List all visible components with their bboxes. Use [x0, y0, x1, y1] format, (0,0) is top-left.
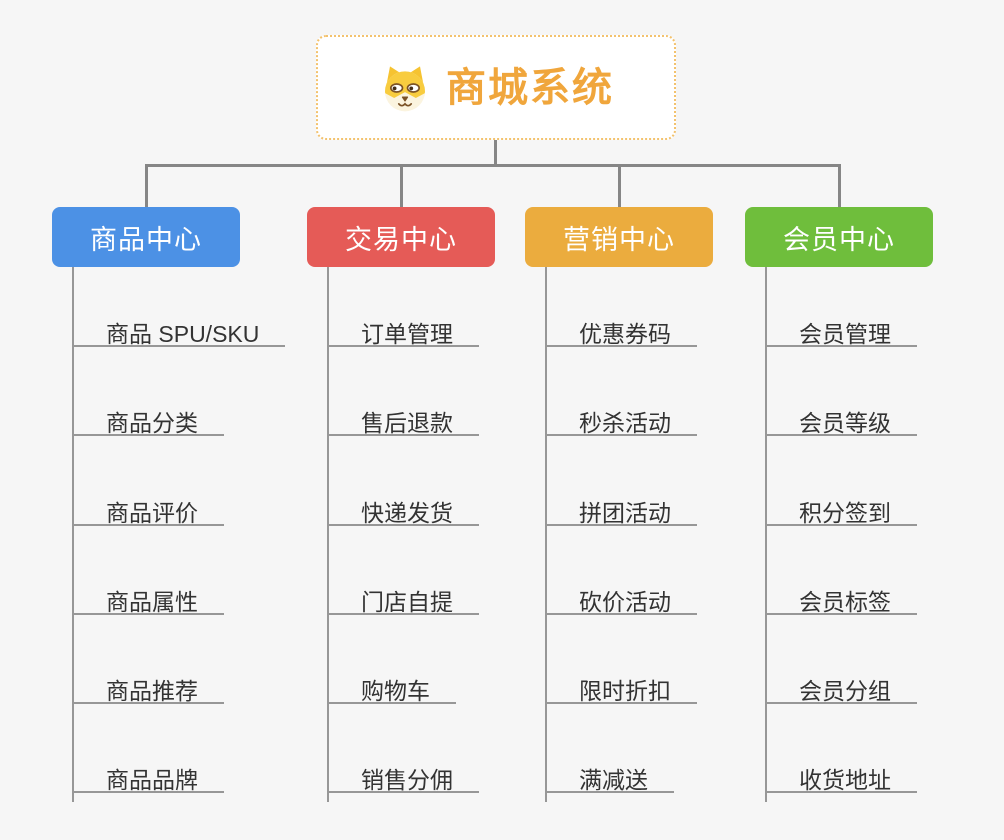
- connector-bus: [145, 164, 841, 167]
- branch-box-product-center[interactable]: 商品中心: [52, 207, 240, 267]
- leaf-node[interactable]: 商品品牌: [72, 767, 224, 793]
- branch-trade-center: 交易中心 订单管理 售后退款 快递发货 门店自提 购物车 销售分佣: [307, 207, 567, 840]
- leaf-node[interactable]: 商品 SPU/SKU: [72, 321, 286, 347]
- leaf-node[interactable]: 销售分佣: [327, 767, 479, 793]
- branch-box-member-center[interactable]: 会员中心: [745, 207, 933, 267]
- leaf-node[interactable]: 商品评价: [72, 500, 224, 526]
- leaf-node[interactable]: 会员分组: [765, 678, 917, 704]
- branch-marketing-center: 营销中心 优惠券码 秒杀活动 拼团活动 砍价活动 限时折扣 满减送: [525, 207, 785, 840]
- connector-drop-product: [145, 164, 148, 207]
- branch-box-marketing-center[interactable]: 营销中心: [525, 207, 713, 267]
- connector-drop-marketing: [618, 164, 621, 207]
- leaf-node[interactable]: 会员管理: [765, 321, 917, 347]
- leaf-node[interactable]: 限时折扣: [545, 678, 697, 704]
- leaf-node[interactable]: 门店自提: [327, 589, 479, 615]
- leaf-node[interactable]: 购物车: [327, 678, 456, 704]
- leaf-node[interactable]: 积分签到: [765, 500, 917, 526]
- leaf-node[interactable]: 会员标签: [765, 589, 917, 615]
- leaf-node[interactable]: 快递发货: [327, 500, 479, 526]
- root-node-mall-system[interactable]: 商城系统: [316, 35, 676, 140]
- connector-root-stem: [494, 140, 497, 167]
- connector-drop-member: [838, 164, 841, 207]
- branch-box-trade-center[interactable]: 交易中心: [307, 207, 495, 267]
- leaf-node[interactable]: 优惠券码: [545, 321, 697, 347]
- branch-product-center: 商品中心 商品 SPU/SKU 商品分类 商品评价 商品属性 商品推荐 商品品牌: [52, 207, 312, 840]
- branch-member-center: 会员中心 会员管理 会员等级 积分签到 会员标签 会员分组 收货地址: [745, 207, 1004, 840]
- root-title: 商城系统: [446, 65, 614, 110]
- branch-trunk-line: [327, 267, 329, 802]
- leaf-node[interactable]: 满减送: [545, 767, 674, 793]
- dog-face-icon: [385, 65, 425, 111]
- leaf-node[interactable]: 秒杀活动: [545, 410, 697, 436]
- leaf-node[interactable]: 砍价活动: [545, 589, 697, 615]
- leaf-node[interactable]: 商品分类: [72, 410, 224, 436]
- leaf-node[interactable]: 商品推荐: [72, 678, 224, 704]
- connector-drop-trade: [400, 164, 403, 207]
- leaf-node[interactable]: 订单管理: [327, 321, 479, 347]
- branch-trunk-line: [545, 267, 547, 802]
- branch-trunk-line: [72, 267, 74, 802]
- leaf-node[interactable]: 拼团活动: [545, 500, 697, 526]
- branch-trunk-line: [765, 267, 767, 802]
- leaf-node[interactable]: 收货地址: [765, 767, 917, 793]
- leaf-node[interactable]: 售后退款: [327, 410, 479, 436]
- leaf-node[interactable]: 商品属性: [72, 589, 224, 615]
- leaf-node[interactable]: 会员等级: [765, 410, 917, 436]
